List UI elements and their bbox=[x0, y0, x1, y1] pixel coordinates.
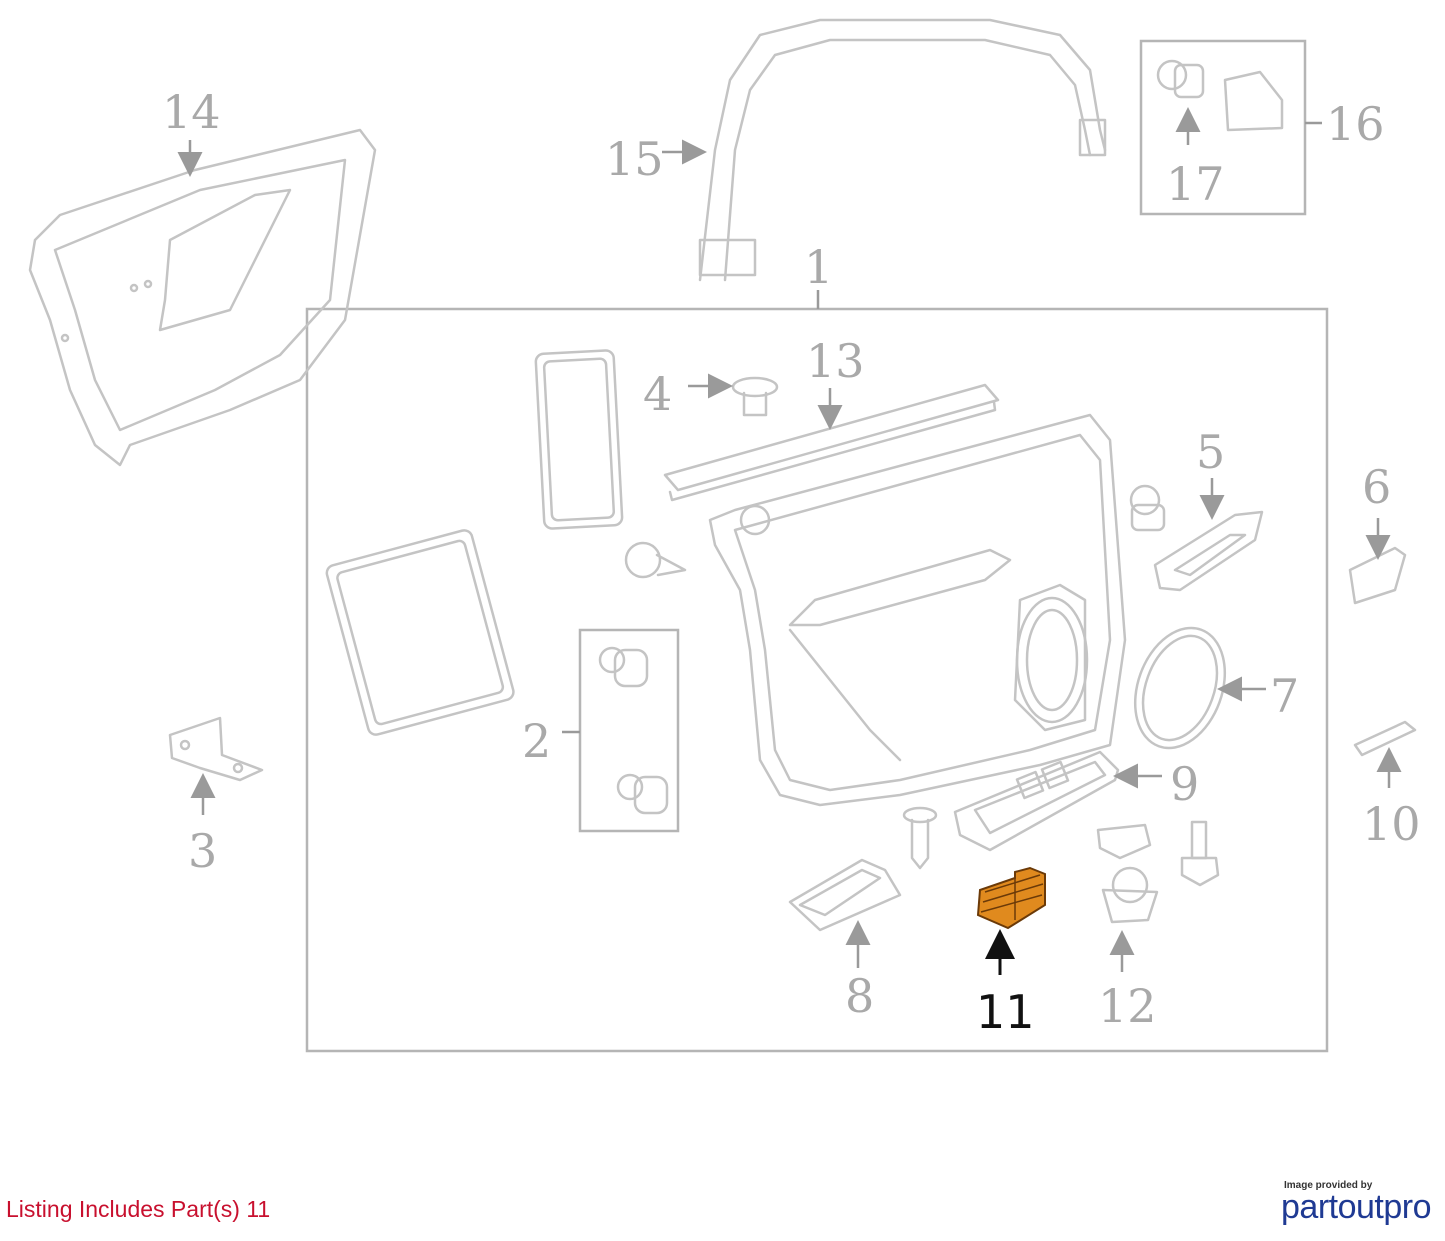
part-2-clip-bottom bbox=[616, 773, 669, 815]
part-7-speaker-grille bbox=[1133, 626, 1227, 750]
callout-12: 12 bbox=[1098, 979, 1157, 1033]
callout-4: 4 bbox=[643, 367, 672, 421]
part-15-weatherstrip bbox=[698, 18, 1107, 282]
handle-clip bbox=[1129, 484, 1166, 532]
part-5-inner-handle bbox=[1153, 510, 1264, 592]
callout-16: 16 bbox=[1326, 97, 1385, 151]
callout-2: 2 bbox=[522, 714, 551, 768]
part-16-cap bbox=[1223, 70, 1284, 132]
callout-17: 17 bbox=[1166, 157, 1225, 211]
credit-label: Image provided by bbox=[1284, 1180, 1373, 1191]
callout-3: 3 bbox=[188, 824, 217, 878]
brand-logo: partoutpro bbox=[1281, 1188, 1432, 1226]
part-13-belt-strip bbox=[663, 383, 1000, 502]
push-pin bbox=[902, 806, 938, 870]
part-14-outer-panel bbox=[28, 128, 377, 467]
nut-clip bbox=[1096, 823, 1152, 860]
callout-6: 6 bbox=[1362, 460, 1391, 514]
callout-14: 14 bbox=[162, 85, 221, 139]
callout-7: 7 bbox=[1270, 669, 1299, 723]
large-pad bbox=[325, 529, 515, 736]
assembly-box bbox=[305, 307, 1329, 1053]
part-16-17-box bbox=[1139, 39, 1307, 216]
part-10-strip bbox=[1353, 720, 1417, 757]
bolt bbox=[1180, 820, 1220, 887]
upper-pad bbox=[534, 349, 624, 530]
part-6-cover bbox=[1348, 546, 1407, 605]
callout-9: 9 bbox=[1170, 757, 1199, 811]
part-3-bracket bbox=[168, 716, 264, 782]
part-4-push-clip bbox=[731, 376, 779, 417]
part-17-clip bbox=[1156, 59, 1205, 99]
callout-10: 10 bbox=[1362, 797, 1421, 851]
part-12-retainer bbox=[1101, 866, 1159, 924]
part-2-box bbox=[578, 628, 680, 833]
callout-8: 8 bbox=[845, 969, 874, 1023]
callout-15: 15 bbox=[605, 132, 664, 186]
door-trim-panel bbox=[708, 413, 1127, 807]
callout-1: 1 bbox=[804, 240, 833, 294]
part-2-clip-top bbox=[598, 646, 649, 688]
listing-caption: Listing Includes Part(s) 11 bbox=[6, 1196, 271, 1222]
callout-5: 5 bbox=[1196, 425, 1225, 479]
door-screw bbox=[624, 541, 687, 579]
part-8-trim bbox=[788, 858, 902, 932]
callout-11[interactable]: 11 bbox=[976, 985, 1035, 1039]
callout-13: 13 bbox=[806, 334, 865, 388]
part-11-window-switch[interactable] bbox=[976, 866, 1046, 930]
